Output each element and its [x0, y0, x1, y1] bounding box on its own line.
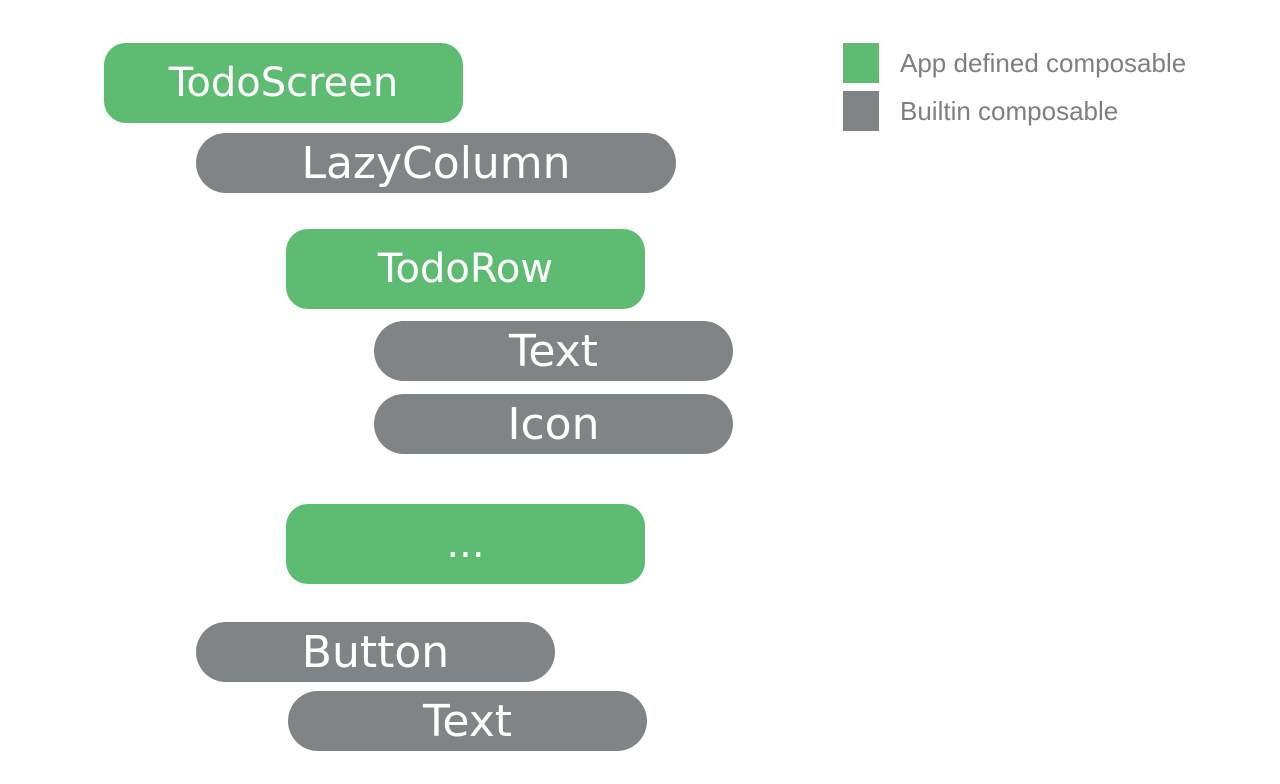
- node-more-rows: ...: [286, 504, 645, 584]
- node-label: Text: [509, 325, 598, 377]
- node-todorow: TodoRow: [286, 229, 645, 309]
- legend-item-app: App defined composable: [843, 43, 1186, 83]
- node-icon: Icon: [374, 394, 733, 454]
- node-label: LazyColumn: [301, 137, 571, 189]
- node-label: Text: [423, 695, 512, 747]
- node-label: ...: [446, 521, 485, 567]
- legend-swatch-builtin: [843, 91, 879, 131]
- node-button: Button: [196, 622, 555, 682]
- node-text-in-button: Text: [288, 691, 647, 751]
- node-lazycolumn: LazyColumn: [196, 133, 676, 193]
- legend-label-app: App defined composable: [900, 47, 1187, 78]
- node-label: TodoScreen: [168, 60, 399, 106]
- node-label: Icon: [507, 398, 600, 450]
- node-text-in-row: Text: [374, 321, 733, 381]
- legend-swatch-app: [843, 43, 879, 83]
- legend-item-builtin: Builtin composable: [843, 91, 1118, 131]
- legend-label-builtin: Builtin composable: [900, 95, 1119, 126]
- node-todoscreen: TodoScreen: [104, 43, 463, 123]
- node-label: Button: [301, 626, 450, 678]
- node-label: TodoRow: [377, 246, 554, 292]
